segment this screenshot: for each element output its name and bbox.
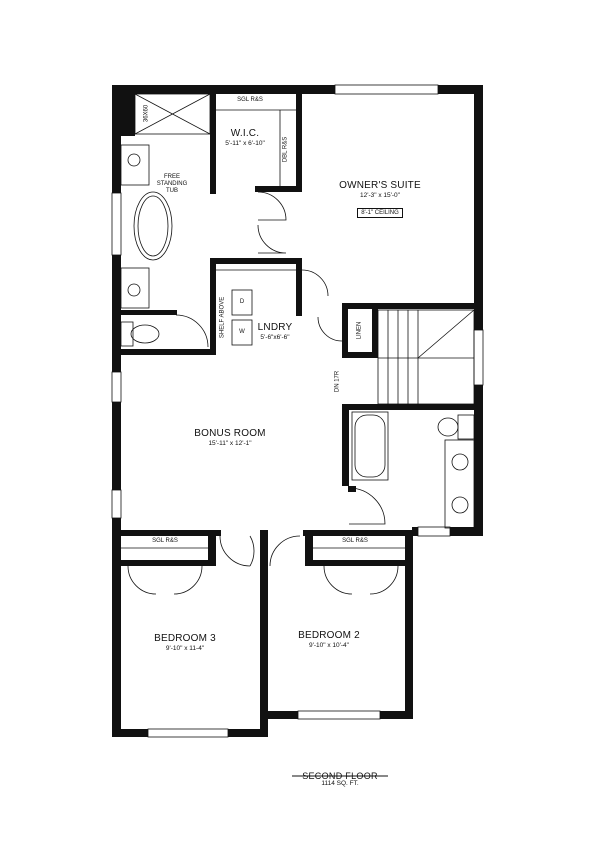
bedroom2-label: BEDROOM 2 9'-10" x 10'-4" xyxy=(284,630,374,649)
room-name: BEDROOM 2 xyxy=(298,630,360,641)
fixtures xyxy=(120,93,475,549)
room-name: OWNER'S SUITE xyxy=(339,180,421,191)
owners-suite-label: OWNER'S SUITE 12'-3" x 15'-0" 8'-1" CEIL… xyxy=(320,180,440,219)
room-dim: 9'-10" x 10'-4" xyxy=(309,641,349,649)
shelf-above-note: SHELF ABOVE xyxy=(219,296,226,339)
stairs-note: DN 17R xyxy=(334,370,341,393)
room-dim: 5'-6"x6'-6" xyxy=(260,333,290,341)
wic-shelf-note: SGL R&S xyxy=(237,97,263,103)
shower-note: 36X60 xyxy=(143,104,150,123)
bed2-closet-note: SGL R&S xyxy=(342,538,368,544)
bonus-room-label: BONUS ROOM 15'-11" x 12'-1" xyxy=(180,428,280,447)
ceiling-note: 8'-1" CEILING xyxy=(357,207,403,218)
linen-note: LINEN xyxy=(356,321,363,340)
room-name: LNDRY xyxy=(257,322,293,333)
windows xyxy=(111,84,484,738)
floor-title: SECOND FLOOR xyxy=(290,766,390,784)
room-name: BONUS ROOM xyxy=(194,428,266,439)
tub-text: FREE STANDING TUB xyxy=(156,174,188,194)
room-name: BEDROOM 3 xyxy=(154,633,216,644)
laundry-label: LNDRY 5'-6"x6'-6" xyxy=(250,322,300,341)
floor-name: SECOND FLOOR xyxy=(302,771,378,781)
washer-label: W xyxy=(239,329,245,335)
door-swings xyxy=(127,191,399,595)
bed3-closet-note: SGL R&S xyxy=(152,538,178,544)
tub-note: FREE STANDING TUB xyxy=(152,174,192,195)
room-dim: 9'-10" x 11-4" xyxy=(165,644,205,652)
interior-walls xyxy=(121,94,483,566)
room-name: W.I.C. xyxy=(230,128,260,139)
room-dim: 5'-11" x 6'-10" xyxy=(225,139,265,147)
wic-label: W.I.C. 5'-11" x 6'-10" xyxy=(210,128,280,147)
floor-area: 1114 SQ. FT. xyxy=(321,780,359,787)
bedroom3-label: BEDROOM 3 9'-10" x 11-4" xyxy=(140,633,230,652)
dryer-label: D xyxy=(239,299,245,305)
room-dim: 12'-3" x 15'-0" xyxy=(360,191,400,199)
dbl-rs-note: DBL R&S xyxy=(282,136,289,163)
room-dim: 15'-11" x 12'-1" xyxy=(208,439,252,447)
